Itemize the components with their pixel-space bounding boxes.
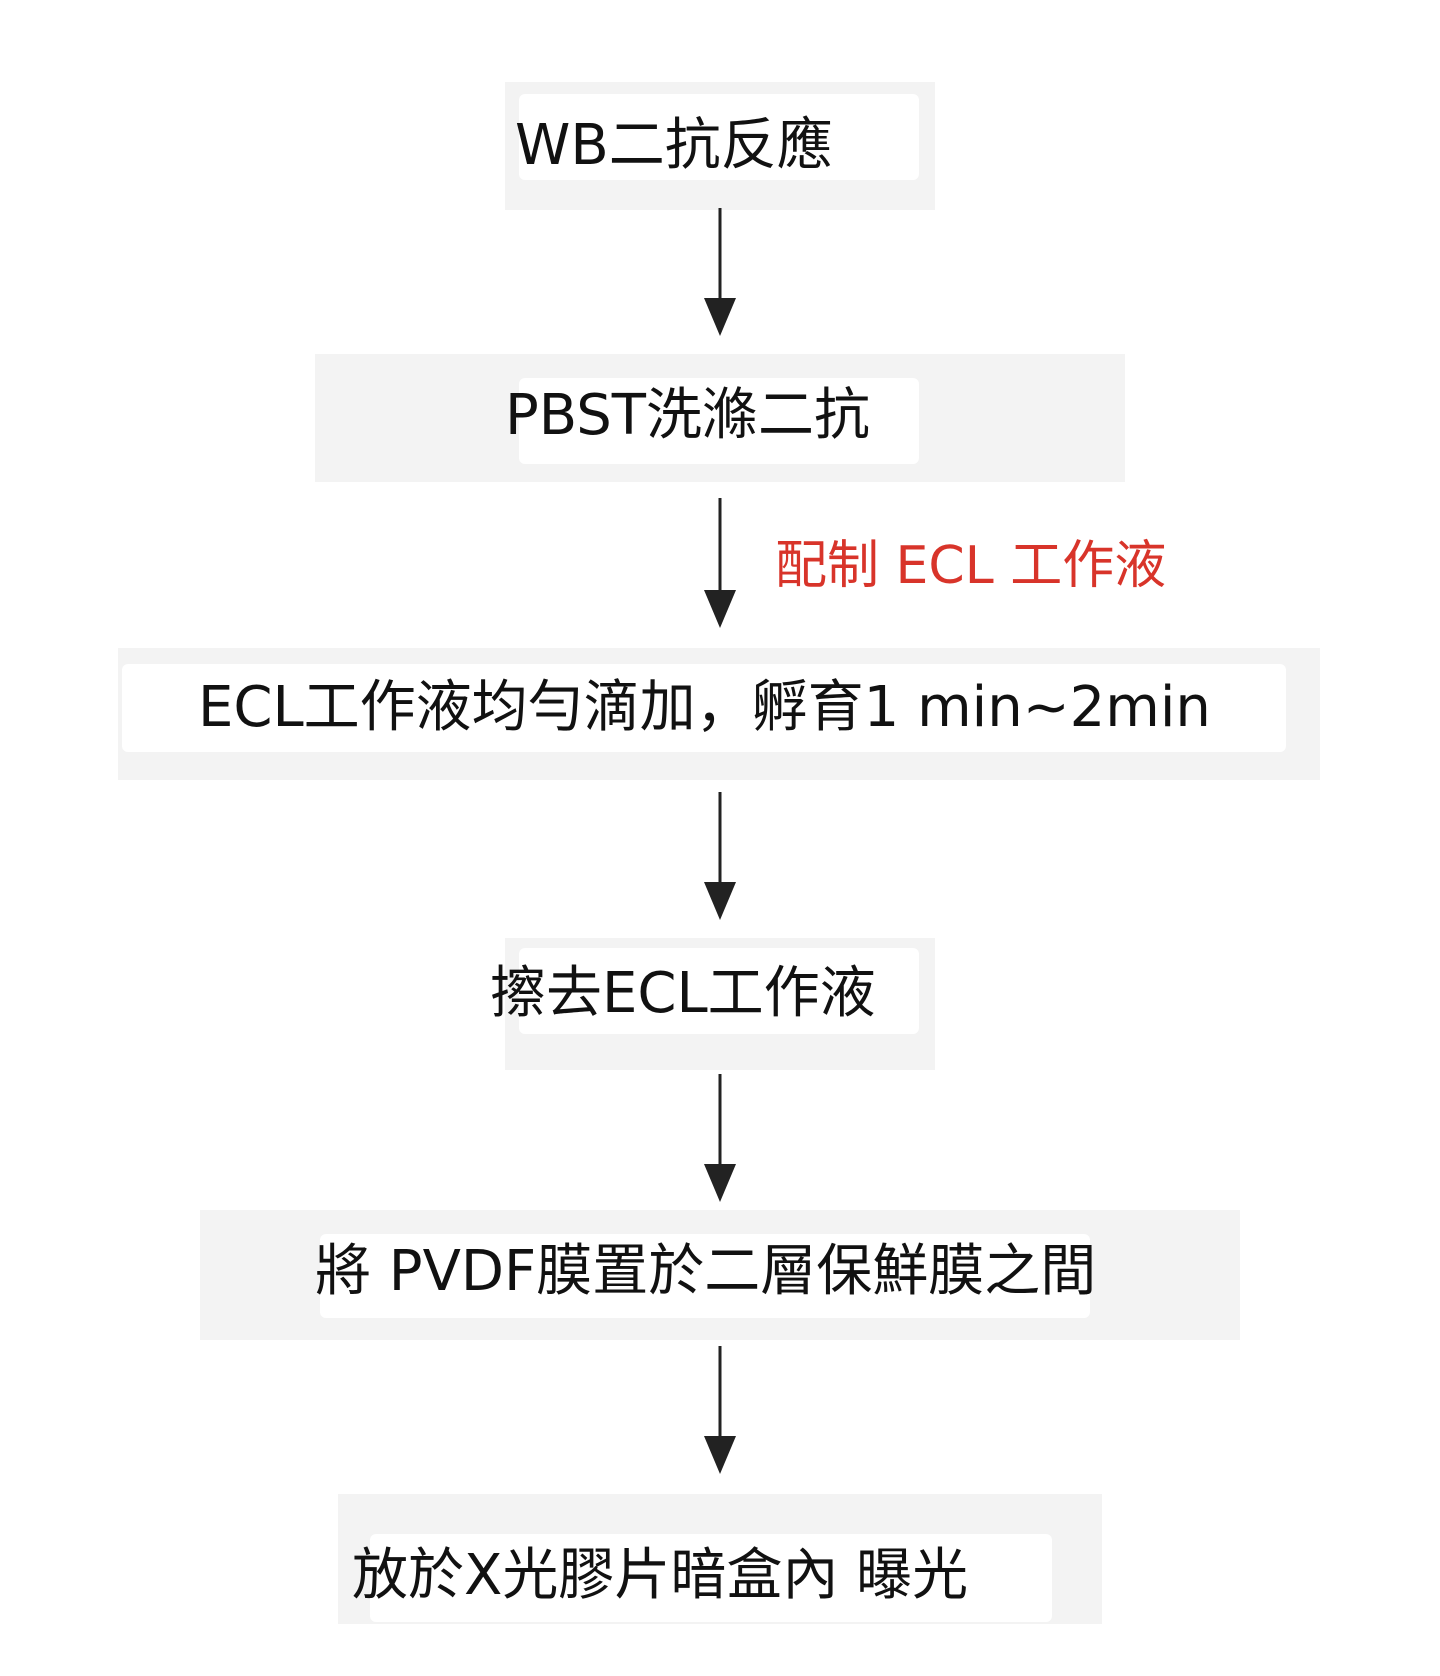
arrow-down-2-icon: [704, 498, 736, 628]
step-box-4: 擦去ECL工作液: [490, 938, 935, 1070]
step-box-5-highlight: [320, 1234, 1090, 1318]
step-label-2: PBST洗滌二抗: [505, 383, 870, 448]
arrow-down-5-icon: [704, 1346, 736, 1474]
step-box-6-highlight: [370, 1534, 1052, 1622]
arrow-down-4: [700, 1074, 740, 1204]
step-box-1: WB二抗反應: [505, 82, 935, 210]
step-label-6: 放於X光膠片暗盒內 曝光: [352, 1543, 969, 1608]
step-label-5: 將 PVDF膜置於二層保鮮膜之間: [315, 1239, 1097, 1304]
step-box-2: PBST洗滌二抗: [315, 354, 1125, 482]
step-box-2-highlight: [519, 378, 919, 464]
step-box-6: 放於X光膠片暗盒內 曝光: [338, 1494, 1102, 1624]
step-box-4-highlight: [519, 948, 919, 1034]
arrow-down-3: [700, 792, 740, 922]
step-box-3: ECL工作液均勻滴加，孵育1 min~2min: [118, 648, 1320, 780]
arrow-down-1-icon: [704, 208, 736, 336]
step-box-1-highlight: [519, 94, 919, 180]
arrow-down-5: [700, 1346, 740, 1476]
step-label-1: WB二抗反應: [515, 113, 833, 178]
step-label-3: ECL工作液均勻滴加，孵育1 min~2min: [198, 675, 1211, 740]
side-note-prepare-ecl: 配制 ECL 工作液: [775, 536, 1167, 596]
step-box-3-highlight: [122, 664, 1286, 752]
arrow-down-3-icon: [704, 792, 736, 920]
step-label-4: 擦去ECL工作液: [490, 961, 876, 1026]
arrow-down-4-icon: [704, 1074, 736, 1202]
arrow-down-2: [700, 498, 740, 630]
arrow-down-1: [700, 208, 740, 338]
step-box-5: 將 PVDF膜置於二層保鮮膜之間: [200, 1210, 1240, 1340]
